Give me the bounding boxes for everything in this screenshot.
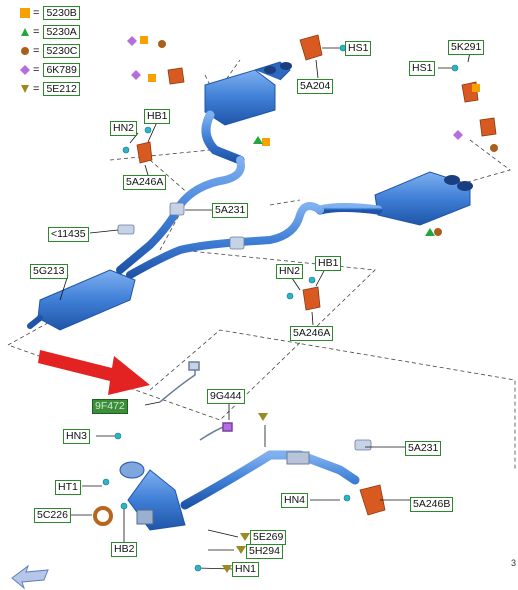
- top-hangers: [117, 202, 372, 451]
- legend-row: = 5230C: [20, 44, 81, 58]
- orange-brackets: [136, 34, 497, 516]
- legend-code[interactable]: 5230A: [43, 25, 80, 39]
- part-label-5c226[interactable]: 5C226: [34, 508, 71, 523]
- part-label-5a231-bottom[interactable]: 5A231: [405, 441, 442, 456]
- part-label-5e269[interactable]: 5E269: [250, 530, 287, 545]
- diamond-icon: [20, 65, 30, 75]
- part-label-hn2-right[interactable]: HN2: [276, 264, 304, 279]
- part-label-5a246a-right[interactable]: 5A246A: [290, 326, 334, 341]
- part-label-5a246a-left[interactable]: 5A246A: [123, 175, 167, 190]
- part-label-9f472[interactable]: 9F472: [92, 399, 128, 414]
- oxygen-sensors: [159, 361, 233, 441]
- part-label-hs1-right[interactable]: HS1: [409, 61, 436, 76]
- legend-row: = 5E212: [20, 82, 80, 96]
- gasket-ring: [93, 506, 113, 526]
- part-label-9g444[interactable]: 9G444: [207, 389, 245, 404]
- rear-right-muffler: [315, 171, 473, 226]
- part-label-hn3[interactable]: HN3: [63, 429, 91, 444]
- part-label-11435[interactable]: <11435: [48, 227, 89, 242]
- part-label-5g213[interactable]: 5G213: [30, 264, 68, 279]
- legend-row: = 5230B: [20, 6, 80, 20]
- part-label-hn1[interactable]: HN1: [232, 562, 260, 577]
- part-label-5k291[interactable]: 5K291: [448, 40, 485, 55]
- part-label-hb2[interactable]: HB2: [111, 542, 138, 557]
- part-label-5a231-top[interactable]: 5A231: [212, 203, 249, 218]
- square-icon: [20, 8, 30, 18]
- over-axle-pipes: [116, 156, 324, 279]
- dashed-assembly-lines: [7, 59, 516, 470]
- part-markers: [127, 36, 498, 573]
- part-label-hn4[interactable]: HN4: [281, 493, 309, 508]
- legend-code[interactable]: 6K789: [43, 63, 80, 77]
- leader-lines: [59, 47, 471, 570]
- part-label-5h294[interactable]: 5H294: [246, 544, 283, 559]
- part-label-ht1[interactable]: HT1: [55, 480, 81, 495]
- part-label-hb1-left[interactable]: HB1: [144, 109, 171, 124]
- red-arrow: [38, 350, 150, 395]
- legend-code[interactable]: 5E212: [43, 82, 80, 96]
- triangle-icon: [21, 28, 29, 36]
- front-pipe-assembly: [119, 450, 360, 531]
- bolts: [102, 44, 459, 572]
- legend-code[interactable]: 5230C: [43, 44, 81, 58]
- rear-left-muffler: [201, 61, 292, 165]
- center-muffler: [27, 269, 136, 331]
- part-label-hb1-right[interactable]: HB1: [315, 256, 342, 271]
- legend-row: = 5230A: [20, 25, 80, 39]
- legend-code[interactable]: 5230B: [43, 6, 80, 20]
- back-arrow-icon[interactable]: [11, 564, 49, 590]
- page-number: 3: [510, 558, 516, 568]
- part-label-hn2-left[interactable]: HN2: [110, 121, 138, 136]
- circle-icon: [21, 47, 29, 55]
- part-label-5a204[interactable]: 5A204: [297, 79, 334, 94]
- legend-row: = 6K789: [20, 63, 80, 77]
- part-label-5a246b[interactable]: 5A246B: [410, 497, 454, 512]
- triangle-down-icon: [21, 85, 29, 93]
- part-label-hs1[interactable]: HS1: [345, 41, 372, 56]
